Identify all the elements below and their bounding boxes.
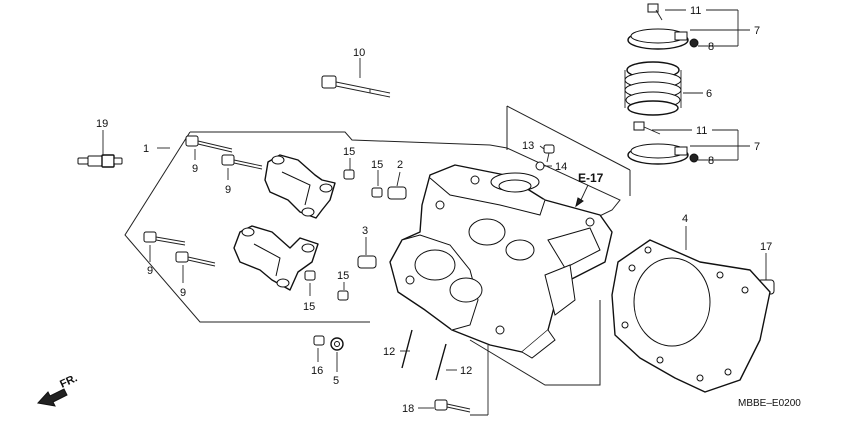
- callout-15-b: 15: [371, 159, 383, 171]
- rocker-holder-upper: [264, 154, 336, 219]
- bolt-9-b: [221, 154, 263, 170]
- studs-12: [401, 329, 447, 381]
- callout-15-a: 15: [343, 146, 355, 158]
- long-bolt-10: [321, 75, 391, 98]
- bolt-9-a: [185, 135, 233, 153]
- callout-11-top: 11: [690, 5, 701, 17]
- callout-9-c: 9: [147, 265, 153, 277]
- leader-lines: [102, 9, 767, 416]
- callout-12-a: 12: [383, 346, 395, 358]
- callout-3: 3: [362, 225, 368, 237]
- front-direction-label: FR.: [58, 372, 79, 390]
- callout-15-c: 15: [337, 270, 349, 282]
- callout-12-b: 12: [460, 365, 472, 377]
- callout-7-top: 7: [754, 25, 760, 37]
- drawing-code: MBBE–E0200: [738, 398, 801, 409]
- cylinder-head: [389, 164, 613, 359]
- rocker-holder-lower: [233, 225, 319, 291]
- callout-14: 14: [555, 161, 567, 173]
- callout-5: 5: [333, 375, 339, 387]
- callout-9-a: 9: [192, 163, 198, 175]
- front-direction-indicator: FR.: [37, 372, 79, 407]
- callout-11-bottom: 11: [696, 125, 707, 137]
- callout-4: 4: [682, 213, 688, 225]
- callout-16: 16: [311, 365, 323, 377]
- intake-band-top: [627, 3, 699, 50]
- callout-1: 1: [143, 143, 149, 155]
- callout-7-bottom: 7: [754, 141, 760, 153]
- callout-labels: 1 2 3 4 5 6 7 7 8 8 9 9 9 9 10 11 11 12 …: [96, 5, 772, 415]
- callout-8-bottom: 8: [708, 155, 714, 167]
- assembly-boundary: [124, 105, 631, 386]
- reference-label: E-17: [578, 171, 604, 185]
- callout-9-d: 9: [180, 287, 186, 299]
- head-gasket-4: [611, 239, 771, 393]
- intake-insulator-6: [624, 61, 682, 116]
- intake-band-bottom: [627, 121, 699, 165]
- callout-8-top: 8: [708, 41, 714, 53]
- callout-10: 10: [353, 47, 365, 59]
- callout-2: 2: [397, 159, 403, 171]
- callout-18: 18: [402, 403, 414, 415]
- spark-plug-19: [77, 154, 123, 168]
- callout-13: 13: [522, 140, 534, 152]
- bolt-9-d: [175, 251, 216, 267]
- reference-e17: E-17: [575, 171, 604, 208]
- callout-17: 17: [760, 241, 772, 253]
- bolt-18: [434, 399, 471, 413]
- callout-15-d: 15: [303, 301, 315, 313]
- bolt-9-c: [143, 231, 186, 246]
- callout-9-b: 9: [225, 184, 231, 196]
- callout-19: 19: [96, 118, 108, 130]
- callout-6: 6: [706, 88, 712, 100]
